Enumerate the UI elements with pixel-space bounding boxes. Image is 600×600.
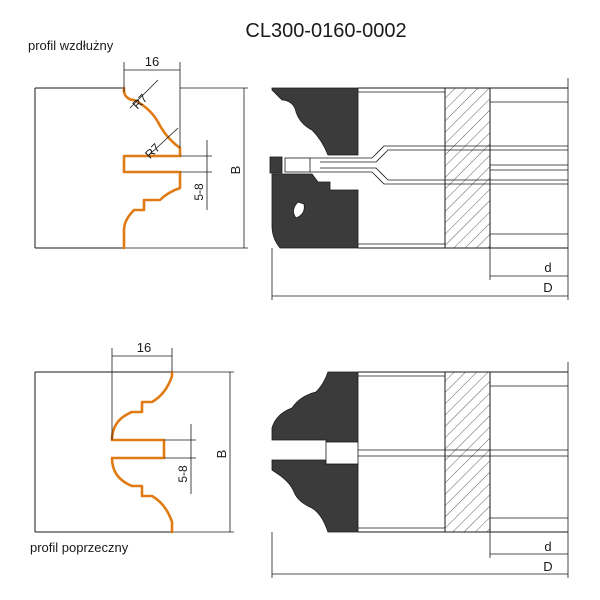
top-workpiece — [34, 87, 248, 249]
top-cutter — [269, 87, 568, 249]
bottom-profile-curve — [110, 370, 174, 534]
top-dim-groove: 5-8 — [180, 140, 212, 210]
top-dim-diameters: d D — [271, 78, 569, 300]
top-cutter-tooth — [269, 156, 283, 174]
bottom-section: 16 5-8 B — [30, 340, 569, 578]
top-profile-curve — [122, 86, 182, 250]
top-dim-groove-label: 5-8 — [192, 183, 206, 201]
top-cutter-lower-blade — [271, 173, 359, 249]
bottom-cutter — [271, 371, 568, 533]
bottom-dim-height-label: B — [214, 450, 229, 459]
bottom-dim-width: 16 — [111, 340, 173, 440]
top-section: profil wzdłużny 16 R7 R7 — [28, 38, 569, 300]
top-profile-label: profil wzdłużny — [28, 38, 114, 53]
bottom-dim-d-label: d — [544, 539, 551, 554]
top-dim-d-label: d — [544, 260, 551, 275]
top-radius-mid-label: R7 — [142, 140, 163, 161]
drawing-title: CL300-0160-0002 — [245, 20, 406, 42]
top-cutter-upper-blade — [271, 87, 359, 156]
bottom-dim-height: B — [214, 372, 231, 532]
bottom-dim-groove-label: 5-8 — [176, 465, 190, 483]
top-dim-height: B — [228, 88, 245, 248]
bottom-profile-label: profil poprzeczny — [30, 540, 129, 555]
bottom-dim-groove: 5-8 — [164, 424, 196, 494]
bottom-workpiece — [34, 371, 234, 533]
top-radius-annotations: R7 R7 — [130, 79, 179, 161]
top-dim-width-label: 16 — [145, 54, 159, 69]
bottom-cutter-lower-blade — [271, 459, 359, 533]
top-dim-width: 16 — [123, 54, 181, 148]
top-dim-height-label: B — [228, 166, 243, 175]
bottom-dim-D-label: D — [543, 559, 552, 574]
bottom-dim-diameters: d D — [271, 362, 569, 578]
bottom-dim-width-label: 16 — [137, 340, 151, 355]
top-dim-D-label: D — [543, 280, 552, 295]
bottom-cutter-upper-blade — [271, 371, 359, 443]
